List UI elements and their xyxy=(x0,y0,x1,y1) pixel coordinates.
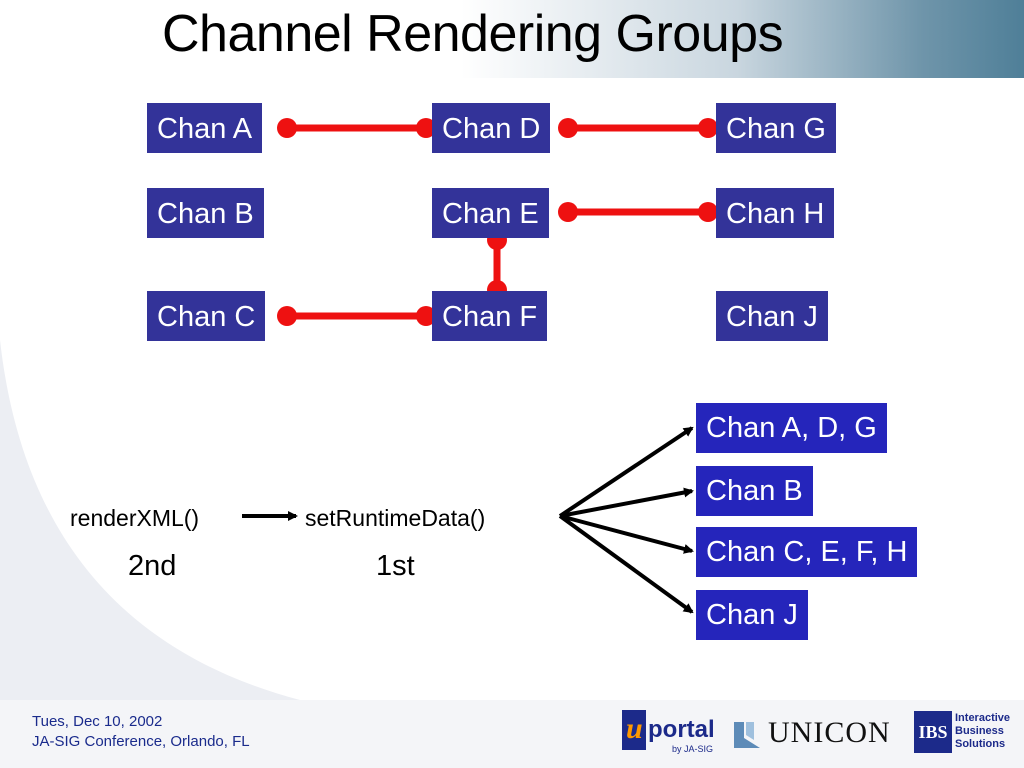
fan-arrow-3 xyxy=(559,514,694,554)
group-box-3: Chan C, E, F, H xyxy=(696,527,918,577)
uportal-logo: u portal by JA-SIG xyxy=(622,708,715,760)
ibs-line-1: Interactive xyxy=(955,712,1011,724)
ibs-logo: IBS Interactive Business Solutions xyxy=(914,711,1014,755)
set-runtime-data-label: setRuntimeData() xyxy=(305,505,486,531)
connector-c-f xyxy=(277,306,436,326)
ibs-wordmark: Interactive Business Solutions xyxy=(955,712,1010,751)
connector-a-d xyxy=(277,118,436,138)
channel-box-c: Chan C xyxy=(147,291,266,341)
fan-arrow-1 xyxy=(558,426,694,518)
footer-event: JA-SIG Conference, Orlando, FL xyxy=(32,733,250,750)
render-order-label: 2nd xyxy=(128,550,177,582)
ibs-line-2: Business xyxy=(955,725,1004,737)
render-xml-label: renderXML() xyxy=(70,505,200,531)
connector-d-g xyxy=(558,118,718,138)
ibs-line-3: Solutions xyxy=(955,738,1006,750)
connector-e-h xyxy=(558,202,718,222)
ibs-mark: IBS xyxy=(914,711,952,753)
uportal-u: u xyxy=(626,712,643,745)
group-box-4: Chan J xyxy=(696,590,808,640)
uportal-text: portal xyxy=(648,716,715,743)
channel-box-j: Chan J xyxy=(716,291,828,341)
fan-arrow-2 xyxy=(559,487,694,518)
channel-box-h: Chan H xyxy=(716,188,835,238)
runtime-order-label: 1st xyxy=(376,550,415,582)
footer: Tues, Dec 10, 2002 JA-SIG Conference, Or… xyxy=(32,712,250,752)
channel-box-g: Chan G xyxy=(716,103,836,153)
channel-box-d: Chan D xyxy=(432,103,551,153)
connector-e-f xyxy=(487,230,507,300)
unicon-mark-icon xyxy=(734,722,760,748)
group-box-1: Chan A, D, G xyxy=(696,403,887,453)
channel-box-e: Chan E xyxy=(432,188,549,238)
channel-box-a: Chan A xyxy=(147,103,263,153)
channel-box-b: Chan B xyxy=(147,188,264,238)
uportal-mark xyxy=(622,710,646,750)
unicon-logo: UNICON xyxy=(732,716,902,752)
unicon-text: UNICON xyxy=(768,716,891,749)
uportal-by: by JA-SIG xyxy=(672,744,714,754)
title-bar xyxy=(0,0,1024,78)
slide-title: Channel Rendering Groups xyxy=(162,5,784,63)
channel-box-f: Chan F xyxy=(432,291,548,341)
group-box-2: Chan B xyxy=(696,466,813,516)
footer-date: Tues, Dec 10, 2002 xyxy=(32,713,163,730)
fan-arrow-4 xyxy=(558,514,694,614)
